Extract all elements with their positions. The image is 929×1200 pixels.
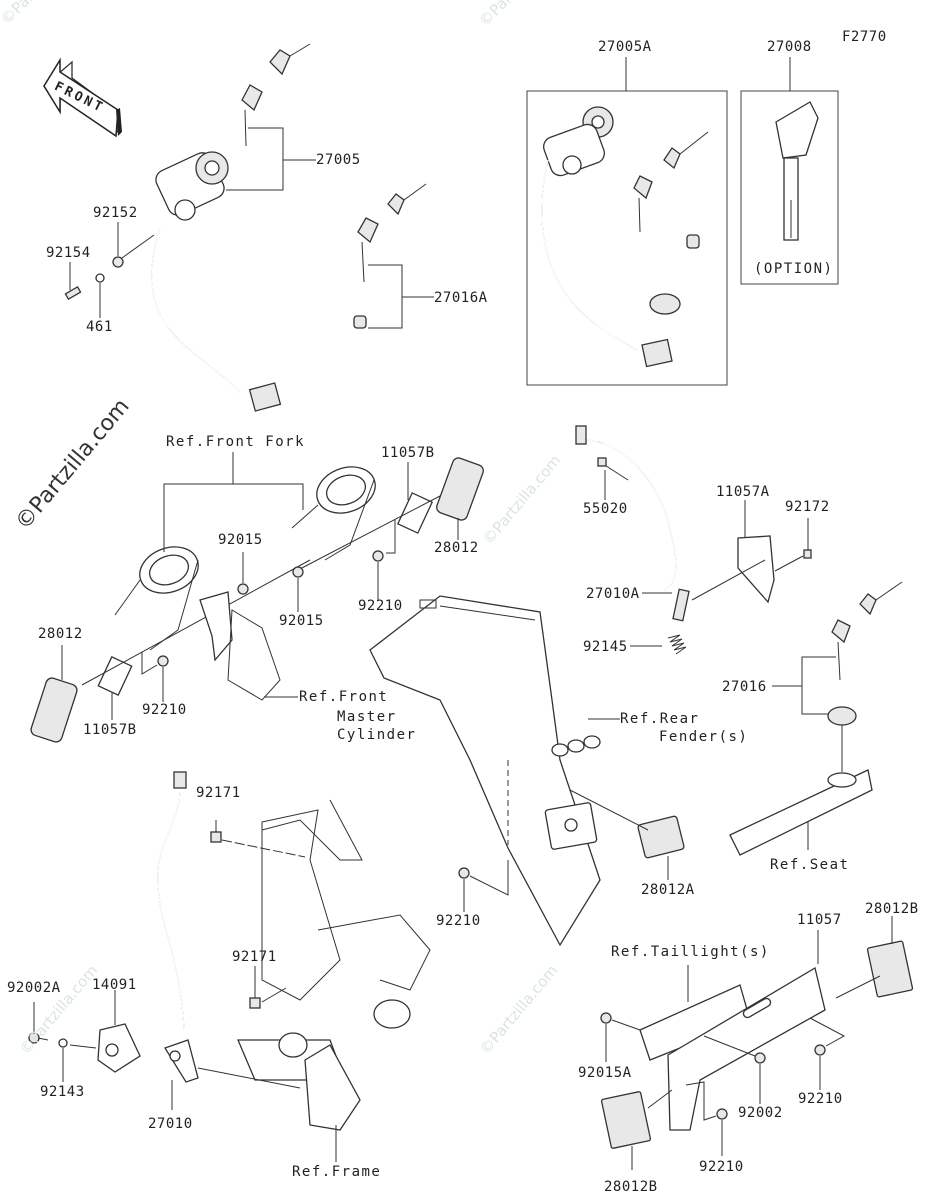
kit-label-27008[interactable]: 27008	[767, 39, 812, 55]
ignition-switch-27005A[interactable]	[541, 106, 673, 368]
key-set-27016A[interactable]	[353, 183, 427, 329]
callout-92210-a[interactable]: 92210	[358, 598, 403, 614]
nut-92210-b[interactable]	[157, 655, 169, 667]
callout-ref-front-master-2[interactable]: Master	[337, 709, 397, 725]
callout-28012-left[interactable]: 28012	[38, 626, 83, 642]
callout-92015A[interactable]: 92015A	[578, 1065, 632, 1081]
nut-92015-a[interactable]	[237, 583, 249, 595]
washer-92143[interactable]	[58, 1038, 68, 1048]
blank-key-27008[interactable]	[775, 101, 819, 241]
master-cylinder-bracket	[199, 591, 281, 701]
nut-92210-a[interactable]	[372, 550, 384, 562]
callout-92015-a[interactable]: 92015	[218, 532, 263, 548]
clip-92171-b[interactable]	[249, 997, 261, 1009]
grommet-92152[interactable]	[112, 256, 124, 268]
cover-14091[interactable]	[97, 1023, 141, 1073]
callout-92152[interactable]: 92152	[93, 205, 138, 221]
key-set-27005[interactable]	[241, 43, 311, 147]
bolt-92154[interactable]	[64, 286, 82, 300]
callout-ref-front-master-1[interactable]: Ref.Front	[299, 689, 389, 705]
callout-92145[interactable]: 92145	[583, 639, 628, 655]
screw-92172[interactable]	[803, 549, 812, 559]
callout-27016[interactable]: 27016	[722, 679, 767, 695]
callout-92210-b[interactable]: 92210	[142, 702, 187, 718]
callout-27016A[interactable]: 27016A	[434, 290, 488, 306]
front-fork-left	[114, 546, 199, 651]
callout-11057[interactable]: 11057	[797, 912, 842, 928]
rear-fender	[369, 595, 601, 947]
callout-92210-c[interactable]: 92210	[436, 913, 481, 929]
nut-92210-c[interactable]	[458, 867, 470, 879]
callout-ref-front-fork[interactable]: Ref.Front Fork	[166, 434, 306, 450]
front-arrow-icon	[43, 57, 122, 138]
callout-92171-a[interactable]: 92171	[196, 785, 241, 801]
callout-27005[interactable]: 27005	[316, 152, 361, 168]
bolt-92002A[interactable]	[28, 1032, 49, 1044]
callout-14091[interactable]: 14091	[92, 977, 137, 993]
callout-92143[interactable]: 92143	[40, 1084, 85, 1100]
callout-ref-seat[interactable]: Ref.Seat	[770, 857, 850, 873]
callout-28012A[interactable]: 28012A	[641, 882, 695, 898]
sensor-27010[interactable]	[157, 771, 199, 1083]
callout-461[interactable]: 461	[86, 319, 113, 335]
nut-92210-e[interactable]	[716, 1108, 728, 1120]
rear-brake-switch-27010A[interactable]	[575, 425, 690, 622]
figure-code: F2770	[842, 29, 887, 45]
callout-92171-b[interactable]: 92171	[232, 949, 277, 965]
clip-92171-a[interactable]	[210, 831, 222, 843]
callout-27010A[interactable]: 27010A	[586, 586, 640, 602]
callout-27010[interactable]: 27010	[148, 1116, 193, 1132]
license-bracket-11057[interactable]	[667, 966, 826, 1131]
washer-461[interactable]	[95, 273, 105, 283]
callout-28012B-top[interactable]: 28012B	[865, 901, 919, 917]
callout-92002A[interactable]: 92002A	[7, 980, 61, 996]
callout-92154[interactable]: 92154	[46, 245, 91, 261]
frame	[237, 799, 431, 1131]
callout-11057B-top[interactable]: 11057B	[381, 445, 435, 461]
bracket-11057B-upper[interactable]	[396, 492, 434, 534]
kit-box-27005A	[526, 90, 728, 386]
callout-92172[interactable]: 92172	[785, 499, 830, 515]
tube-55020[interactable]	[597, 457, 629, 481]
nut-92015A[interactable]	[600, 1012, 612, 1024]
front-fork-right	[291, 466, 376, 561]
callout-92015-b[interactable]: 92015	[279, 613, 324, 629]
callout-ref-taillight[interactable]: Ref.Taillight(s)	[611, 944, 770, 960]
reflector-28012-right[interactable]	[435, 456, 485, 521]
option-note: (OPTION)	[754, 261, 834, 277]
nut-92210-d[interactable]	[814, 1044, 826, 1056]
callout-28012B-bottom[interactable]: 28012B	[604, 1179, 658, 1195]
callout-92210-d[interactable]: 92210	[798, 1091, 843, 1107]
bolt-92002[interactable]	[754, 1052, 766, 1064]
reflector-28012B-bottom[interactable]	[600, 1091, 652, 1149]
callout-55020[interactable]: 55020	[583, 501, 628, 517]
callout-ref-rear-fender-2[interactable]: Fender(s)	[659, 729, 749, 745]
key-set-27016[interactable]	[827, 581, 903, 726]
kit-label-27005A[interactable]: 27005A	[598, 39, 652, 55]
reflector-28012A[interactable]	[637, 815, 685, 859]
callout-ref-front-master-3[interactable]: Cylinder	[337, 727, 417, 743]
nut-92015-b[interactable]	[292, 566, 304, 578]
callout-11057B-bottom[interactable]: 11057B	[83, 722, 137, 738]
spring-92145[interactable]	[667, 634, 687, 655]
callout-92002[interactable]: 92002	[738, 1105, 783, 1121]
seat-plate	[729, 769, 873, 856]
key-set-27005A[interactable]	[633, 131, 709, 315]
callout-ref-frame[interactable]: Ref.Frame	[292, 1164, 382, 1180]
ignition-switch-27005[interactable]	[151, 150, 282, 412]
reflector-28012-left[interactable]	[30, 677, 79, 744]
callout-28012-right[interactable]: 28012	[434, 540, 479, 556]
bracket-11057A[interactable]	[737, 535, 775, 604]
bracket-11057B-lower[interactable]	[97, 655, 133, 697]
callout-ref-rear-fender-1[interactable]: Ref.Rear	[620, 711, 700, 727]
callout-92210-e[interactable]: 92210	[699, 1159, 744, 1175]
callout-11057A[interactable]: 11057A	[716, 484, 770, 500]
reflector-28012B-top[interactable]	[866, 940, 914, 998]
